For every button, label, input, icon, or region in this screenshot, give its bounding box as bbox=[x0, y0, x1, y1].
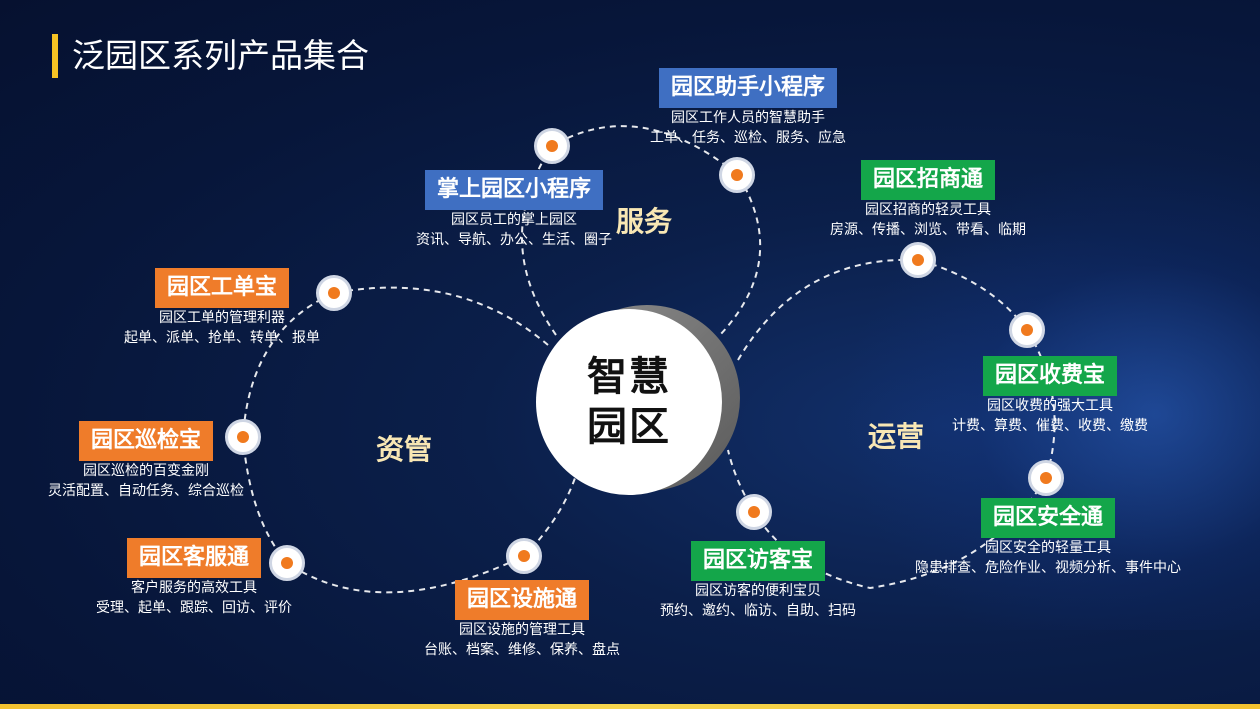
product-assistant-name: 园区助手小程序 bbox=[658, 68, 837, 108]
product-fee: 园区收费宝 园区收费的强大工具 计费、算费、催费、收费、缴费 bbox=[928, 356, 1172, 436]
node-visitor bbox=[736, 494, 772, 530]
node-fee bbox=[1009, 312, 1045, 348]
product-visitor-desc-2: 预约、邀约、临访、自助、扫码 bbox=[660, 603, 856, 619]
group-label-asset: 资管 bbox=[376, 433, 433, 466]
product-investment-name: 园区招商通 bbox=[860, 160, 995, 200]
group-label-service: 服务 bbox=[616, 205, 673, 238]
group-label-operation: 运营 bbox=[868, 420, 925, 453]
operation-arc bbox=[727, 258, 1056, 590]
node-assistant-2 bbox=[719, 157, 755, 193]
product-workorder: 园区工单宝 园区工单的管理利器 起单、派单、抢单、转单、报单 bbox=[100, 268, 344, 348]
product-workorder-name: 园区工单宝 bbox=[154, 268, 289, 308]
node-customer bbox=[269, 545, 305, 581]
node-patrol bbox=[225, 419, 261, 455]
product-customer-desc-1: 客户服务的高效工具 bbox=[131, 580, 257, 596]
product-workorder-desc-2: 起单、派单、抢单、转单、报单 bbox=[124, 330, 320, 346]
product-visitor: 园区访客宝 园区访客的便利宝贝 预约、邀约、临访、自助、扫码 bbox=[636, 541, 880, 621]
title-accent-bar bbox=[52, 34, 58, 78]
service-arc bbox=[521, 125, 762, 336]
node-assistant bbox=[534, 128, 570, 164]
product-investment-desc-1: 园区招商的轻灵工具 bbox=[865, 202, 991, 218]
product-investment-desc-2: 房源、传播、浏览、带看、临期 bbox=[830, 222, 1026, 238]
product-palm-desc-2: 资讯、导航、办公、生活、圈子 bbox=[416, 232, 612, 248]
page-title: 泛园区系列产品集合 bbox=[72, 36, 369, 75]
product-patrol-name: 园区巡检宝 bbox=[78, 421, 213, 461]
node-safety bbox=[1028, 460, 1064, 496]
bottom-accent-bar bbox=[0, 704, 1260, 709]
center-line-1: 智慧 bbox=[587, 354, 671, 400]
product-fee-desc-1: 园区收费的强大工具 bbox=[987, 398, 1113, 414]
product-assistant-desc-1: 园区工作人员的智慧助手 bbox=[671, 110, 825, 126]
product-assistant-desc-2: 工单、任务、巡检、服务、应急 bbox=[650, 130, 846, 146]
product-safety-desc-1: 园区安全的轻量工具 bbox=[985, 540, 1111, 556]
center-circle: 智慧 园区 bbox=[536, 309, 722, 495]
product-facility: 园区设施通 园区设施的管理工具 台账、档案、维修、保养、盘点 bbox=[400, 580, 644, 660]
product-customer-desc-2: 受理、起单、跟踪、回访、评价 bbox=[96, 600, 292, 616]
product-patrol-desc-2: 灵活配置、自动任务、综合巡检 bbox=[48, 483, 244, 499]
node-investment bbox=[900, 242, 936, 278]
product-fee-desc-2: 计费、算费、催费、收费、缴费 bbox=[952, 418, 1148, 434]
center-hub: 智慧 园区 bbox=[536, 305, 740, 495]
product-investment: 园区招商通 园区招商的轻灵工具 房源、传播、浏览、带看、临期 bbox=[806, 160, 1050, 240]
product-customer: 园区客服通 客户服务的高效工具 受理、起单、跟踪、回访、评价 bbox=[72, 538, 316, 618]
center-line-2: 园区 bbox=[587, 404, 671, 450]
product-customer-name: 园区客服通 bbox=[126, 538, 261, 578]
node-facility bbox=[506, 538, 542, 574]
product-workorder-desc-1: 园区工单的管理利器 bbox=[159, 310, 285, 326]
product-fee-name: 园区收费宝 bbox=[982, 356, 1117, 396]
product-safety: 园区安全通 园区安全的轻量工具 隐患排查、危险作业、视频分析、事件中心 bbox=[892, 498, 1204, 578]
node-workorder bbox=[316, 275, 352, 311]
product-assistant: 园区助手小程序 园区工作人员的智慧助手 工单、任务、巡检、服务、应急 bbox=[620, 68, 876, 148]
product-palm: 掌上园区小程序 园区员工的掌上园区 资讯、导航、办公、生活、圈子 bbox=[386, 170, 642, 250]
product-patrol: 园区巡检宝 园区巡检的百变金刚 灵活配置、自动任务、综合巡检 bbox=[24, 421, 268, 501]
product-visitor-desc-1: 园区访客的便利宝贝 bbox=[695, 583, 821, 599]
product-facility-name: 园区设施通 bbox=[454, 580, 589, 620]
product-safety-name: 园区安全通 bbox=[980, 498, 1115, 538]
product-facility-desc-1: 园区设施的管理工具 bbox=[459, 622, 585, 638]
product-patrol-desc-1: 园区巡检的百变金刚 bbox=[83, 463, 209, 479]
product-safety-desc-2: 隐患排查、危险作业、视频分析、事件中心 bbox=[915, 560, 1181, 576]
asset-arc bbox=[241, 286, 576, 594]
product-visitor-name: 园区访客宝 bbox=[690, 541, 825, 581]
product-facility-desc-2: 台账、档案、维修、保养、盘点 bbox=[424, 642, 620, 658]
product-palm-desc-1: 园区员工的掌上园区 bbox=[451, 212, 577, 228]
product-palm-name: 掌上园区小程序 bbox=[424, 170, 603, 210]
